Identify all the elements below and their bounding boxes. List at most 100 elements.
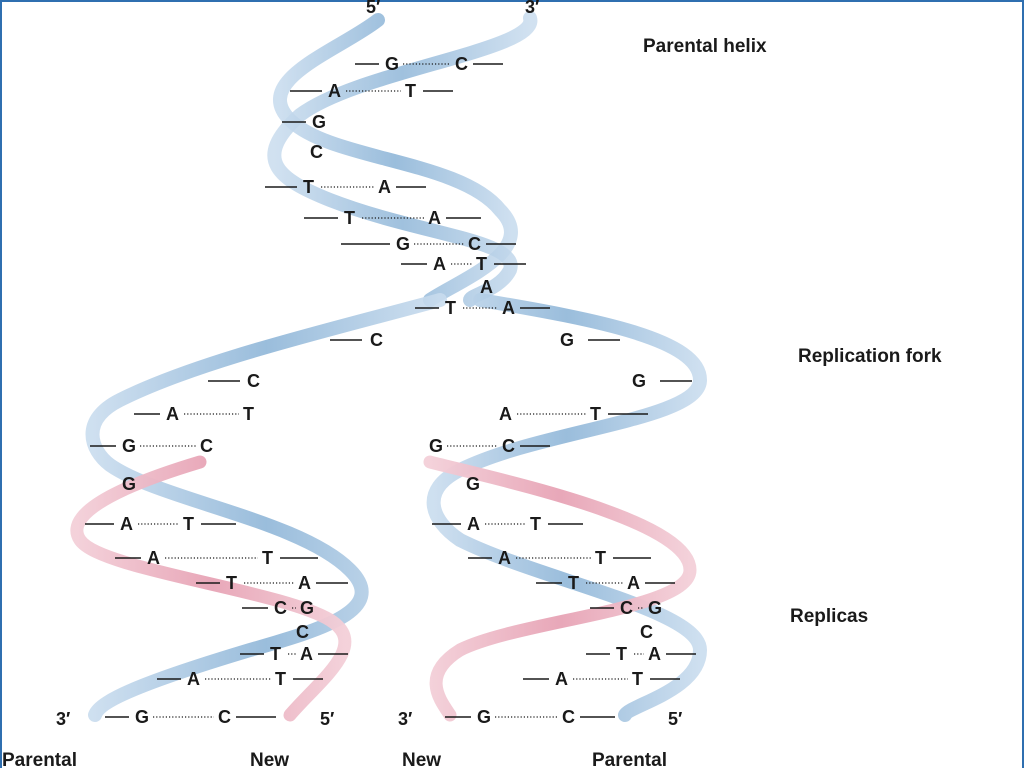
left_pairs.6-base-right: G	[300, 598, 314, 618]
left-5prime-label: 5′	[320, 709, 334, 729]
right-5prime-label: 5′	[668, 709, 682, 729]
top_pairs.3-pair: C	[310, 142, 323, 162]
top_pairs.6-base-left: G	[396, 234, 410, 254]
left_pairs.1-base-right: C	[200, 436, 213, 456]
bottom-new-right-label: New	[402, 750, 441, 768]
fork-single-base-right: G	[560, 330, 620, 350]
right_pairs.7-base-left: C	[640, 622, 653, 642]
right_pairs.3-base-left: A	[467, 514, 480, 534]
top_pairs.0-base-right: C	[455, 54, 468, 74]
top_pairs.1-base-left: A	[328, 81, 341, 101]
top_pairs.7-base-right: T	[476, 254, 487, 274]
right_pairs.2-base-left: G	[466, 474, 480, 494]
right_pairs.10-base-left: G	[477, 707, 491, 727]
top_pairs.5-base-left: T	[344, 208, 355, 228]
right_pairs.9-base-right: T	[632, 669, 643, 689]
frame-left-border	[0, 0, 2, 768]
left_pairs.10-base-right: C	[218, 707, 231, 727]
top_pairs.2-base-left: G	[312, 112, 326, 132]
fork-base-letter: C	[370, 330, 383, 350]
right_pairs.1-base-right: C	[502, 436, 515, 456]
fork-single-base-left: C	[208, 371, 260, 391]
frame-top-border	[0, 0, 1024, 2]
right_pairs.9-base-left: A	[555, 669, 568, 689]
top_pairs.8-pair: A	[480, 277, 493, 297]
top_pairs.3-base-left: C	[310, 142, 323, 162]
left_pairs.2-pair: G	[122, 474, 136, 494]
left_pairs.4-base-left: A	[147, 548, 160, 568]
left_pairs.5-base-left: T	[226, 573, 237, 593]
left_pairs.1-base-left: G	[122, 436, 136, 456]
parental-strand-a-ribbon	[273, 13, 518, 307]
top_pairs.0-base-left: G	[385, 54, 399, 74]
right_pairs.5-base-left: T	[568, 573, 579, 593]
top-5prime-label: 5′	[366, 0, 380, 17]
left_pairs.8-base-left: T	[270, 644, 281, 664]
parental-right-branch-ribbon	[426, 293, 708, 722]
top_pairs.9-base-left: T	[445, 298, 456, 318]
fork-base-letter: G	[560, 330, 574, 350]
left-3prime-label: 3′	[56, 709, 70, 729]
right_pairs.8-base-left: T	[616, 644, 627, 664]
new-left-strand-ribbon	[70, 455, 352, 722]
left_pairs.0-base-left: A	[166, 404, 179, 424]
right_pairs.0-base-right: T	[590, 404, 601, 424]
right_pairs.2-pair: G	[466, 474, 480, 494]
top_pairs.2-pair: G	[282, 112, 326, 132]
top_pairs.1-base-right: T	[405, 81, 416, 101]
parental-helix-label: Parental helix	[643, 36, 767, 57]
left_pairs.9-base-left: A	[187, 669, 200, 689]
right_pairs.4-base-left: A	[498, 548, 511, 568]
parental-helix-ribbons	[70, 11, 708, 722]
bottom-parental-right-label: Parental	[592, 750, 667, 768]
right_pairs.10-base-right: C	[562, 707, 575, 727]
left_pairs.0-base-right: T	[243, 404, 254, 424]
right_pairs.8-base-right: A	[648, 644, 661, 664]
left_pairs.7-pair: C	[296, 622, 309, 642]
fork-unpaired-bases: C C G G	[208, 330, 692, 391]
top_pairs.5-base-right: A	[428, 208, 441, 228]
replication-fork-label: Replication fork	[798, 346, 942, 367]
bottom-parental-left-label: Parental	[2, 750, 77, 768]
left_pairs.6-base-left: C	[274, 598, 287, 618]
left_pairs.10-base-left: G	[135, 707, 149, 727]
parental-left-branch-ribbon	[85, 293, 447, 722]
top_pairs.8-base-left: A	[480, 277, 493, 297]
right_pairs.1-base-left: G	[429, 436, 443, 456]
right_pairs.3-base-right: T	[530, 514, 541, 534]
bottom-new-left-label: New	[250, 750, 289, 768]
left_pairs.2-base-left: G	[122, 474, 136, 494]
new-right-strand-ribbon	[423, 455, 697, 722]
left_pairs.8-base-right: A	[300, 644, 313, 664]
left_pairs.9-base-right: T	[275, 669, 286, 689]
top-3prime-label: 3′	[525, 0, 539, 17]
right_pairs.0-base-left: A	[499, 404, 512, 424]
top_pairs.9-base-right: A	[502, 298, 515, 318]
right_pairs.4-base-right: T	[595, 548, 606, 568]
fork-single-base-right: G	[632, 371, 692, 391]
top_pairs.7-base-left: A	[433, 254, 446, 274]
frame-right-border	[1022, 0, 1024, 768]
